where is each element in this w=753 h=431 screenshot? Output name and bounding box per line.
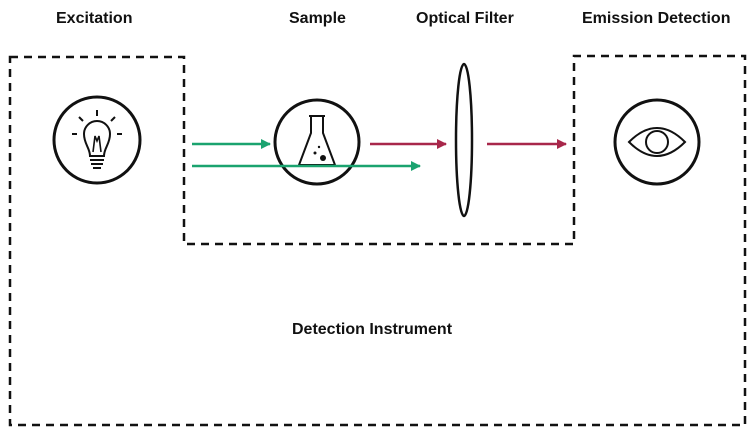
- emission-detection-label: Emission Detection: [582, 10, 731, 27]
- sample-label: Sample: [289, 10, 346, 27]
- optical-filter-label: Optical Filter: [416, 10, 514, 27]
- eye-icon: [613, 98, 701, 186]
- detection-instrument-label: Detection Instrument: [292, 321, 453, 338]
- lens-icon: [454, 62, 474, 218]
- flask-icon: [273, 98, 361, 186]
- detection-instrument-boundary: [8, 54, 747, 427]
- light-bulb-icon: [52, 95, 142, 185]
- excitation-label: Excitation: [56, 10, 133, 27]
